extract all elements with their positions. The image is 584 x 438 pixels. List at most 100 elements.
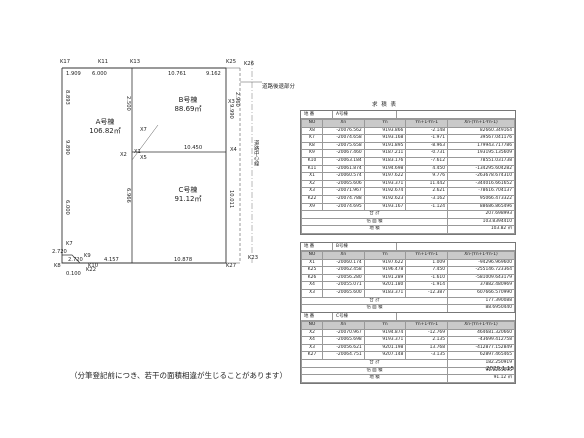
point-label-k25: K25 xyxy=(226,59,237,65)
point-label-k22: K22 xyxy=(86,267,97,273)
point-label-k9: K9 xyxy=(84,253,91,259)
dim-small-1: 2.720 xyxy=(52,249,67,255)
point-label-x5: X5 xyxy=(140,155,147,161)
lot-a-label: A号棟 106.82㎡ xyxy=(78,118,132,137)
lot-c-label: C号棟 91.12㎡ xyxy=(160,186,216,205)
calc-table-c: 地 番 C号棟 NO Xn Yn Yn+1-Yn-1 Xn·(Yn+1-Yn-1… xyxy=(300,312,516,384)
col-no: NO xyxy=(301,321,323,330)
col-diff: Yn+1-Yn-1 xyxy=(405,119,448,128)
col-yn: Yn xyxy=(363,119,407,128)
dim-inner-2: 6.966 xyxy=(125,188,132,203)
lot-b-name: B号棟 xyxy=(178,96,198,104)
point-label-x2: X2 xyxy=(120,152,127,158)
dim-bottom-2: 10.878 xyxy=(174,257,193,263)
dim-top-3: 10.761 xyxy=(168,71,187,77)
point-label-k26: K26 xyxy=(244,61,255,67)
dim-inner-1: 2.500 xyxy=(125,96,132,111)
point-label-x4: X4 xyxy=(230,147,237,153)
col-yn: Yn xyxy=(363,321,407,330)
dim-left-1: 8.893 xyxy=(64,90,71,105)
point-label-x3: X3 xyxy=(228,99,235,105)
lot-number-value-b: B号棟 xyxy=(333,243,397,250)
dim-inner-3: 9.990 xyxy=(228,104,235,119)
dim-mid: 10.450 xyxy=(184,145,203,151)
calc-table-title: 求 積 表 xyxy=(372,102,397,108)
lot-number-label-b: 地 番 xyxy=(301,243,333,250)
point-label-k11: K11 xyxy=(98,59,109,65)
lot-b-label: B号棟 88.69㎡ xyxy=(160,96,216,115)
road-center-label: 道路中心線 xyxy=(253,140,260,166)
point-label-k27: K27 xyxy=(226,263,237,269)
area-unit-a: ㎡ xyxy=(507,226,512,232)
dim-bottom-1: 4.157 xyxy=(104,257,119,263)
dim-top-4: 9.162 xyxy=(206,71,221,77)
lot-a-area: 106.82㎡ xyxy=(89,127,121,136)
access-diagonal xyxy=(131,124,159,161)
point-label-x1: X1 xyxy=(134,149,141,155)
calc-grid-c: NO Xn Yn Yn+1-Yn-1 Xn·(Yn+1-Yn-1) X2-200… xyxy=(301,321,515,383)
parcel-step-boundary xyxy=(62,254,81,264)
disclaimer-note: （分筆登記前につき、若干の面積相違が生じることがあります） xyxy=(70,371,287,380)
dim-top-1: 1.909 xyxy=(66,71,81,77)
area-unit-c: ㎡ xyxy=(507,375,512,381)
lot-number-label-c: 地 番 xyxy=(301,313,333,320)
calc-grid-b: NO Xn Yn Yn+1-Yn-1 Xn·(Yn+1-Yn-1) X1-200… xyxy=(301,251,515,321)
point-label-k17: K17 xyxy=(60,59,71,65)
col-product: Xn·(Yn+1-Yn-1) xyxy=(447,321,515,330)
drawing-date: 2020.1.15 xyxy=(486,366,514,372)
area-value-c: 91.12 xyxy=(493,375,507,381)
point-label-k13: K13 xyxy=(130,59,141,65)
col-product: Xn·(Yn+1-Yn-1) xyxy=(447,119,515,128)
point-label-k8: K8 xyxy=(54,263,61,269)
area-value-a: 103.82 xyxy=(490,226,507,232)
dim-small-3: 0.100 xyxy=(66,271,81,277)
col-xn: Xn xyxy=(322,251,365,260)
point-label-k7: K7 xyxy=(66,241,73,247)
lot-number-value-c: C号棟 xyxy=(333,313,397,320)
calc-grid-a: NO Xn Yn Yn+1-Yn-1 Xn·(Yn+1-Yn-1) X8-200… xyxy=(301,119,515,234)
col-xn: Xn xyxy=(322,321,365,330)
dim-small-2: 2.720 xyxy=(68,257,83,263)
col-diff: Yn+1-Yn-1 xyxy=(405,321,448,330)
lot-number-label-a: 地 番 xyxy=(301,111,333,118)
col-no: NO xyxy=(301,251,323,260)
site-plan-drawing xyxy=(61,60,262,264)
dim-top-2: 6.000 xyxy=(92,71,107,77)
col-yn: Yn xyxy=(363,251,407,260)
col-diff: Yn+1-Yn-1 xyxy=(405,251,448,260)
lot-c-name: C号棟 xyxy=(178,186,198,194)
col-xn: Xn xyxy=(322,119,365,128)
road-setback-label: 道路後退部分 xyxy=(262,84,296,90)
calc-table-a: 地 番 A号棟 NO Xn Yn Yn+1-Yn-1 Xn·(Yn+1-Yn-1… xyxy=(300,110,516,235)
lot-c-area: 91.12㎡ xyxy=(174,195,202,204)
lot-a-name: A号棟 xyxy=(95,118,115,126)
lot-number-value-a: A号棟 xyxy=(333,111,397,118)
col-no: NO xyxy=(301,119,323,128)
dim-left-2: 9.890 xyxy=(64,140,71,155)
dim-right-2: 10.011 xyxy=(228,190,235,209)
